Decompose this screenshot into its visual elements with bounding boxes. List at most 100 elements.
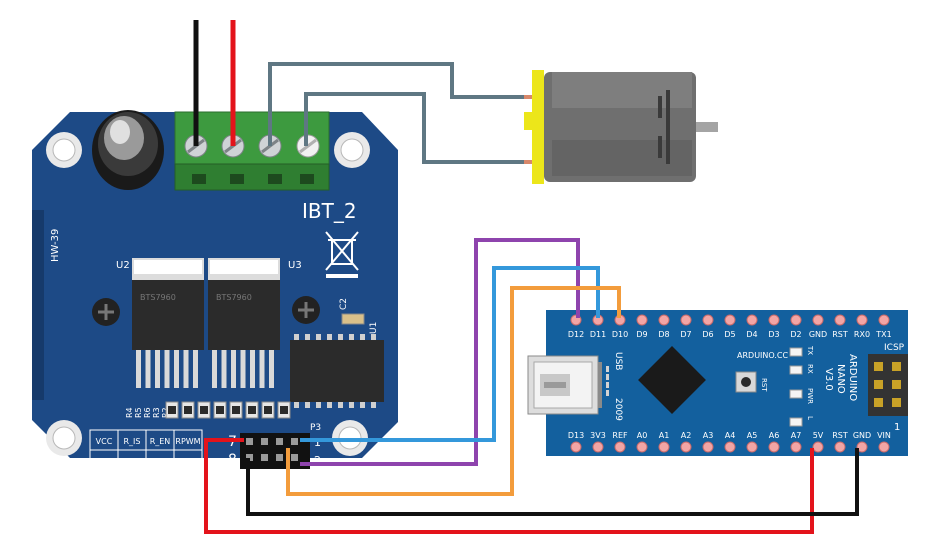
chip-legs — [136, 350, 274, 388]
resistor-label: R3 — [152, 407, 161, 418]
logic-ic-u1 — [290, 340, 384, 402]
nano-pin-pad[interactable] — [592, 441, 604, 453]
nano-pin-pad[interactable] — [680, 314, 692, 326]
nano-pin-pad[interactable] — [724, 441, 736, 453]
nano-pin-pad[interactable] — [856, 441, 868, 453]
nano-pin-pad[interactable] — [768, 441, 780, 453]
chip-leg — [155, 350, 160, 388]
ic-leg — [360, 402, 365, 408]
ic-leg — [349, 334, 354, 340]
nano-pin-pad[interactable] — [746, 441, 758, 453]
nano-bottom-pin-label: A5 — [747, 431, 758, 440]
nano-pin-pad[interactable] — [856, 314, 868, 326]
usb-connector — [527, 355, 602, 415]
icsp-pin — [892, 380, 901, 389]
ic-leg — [305, 334, 310, 340]
header-pin — [276, 438, 283, 445]
header-pin-8: 8 — [228, 452, 237, 468]
resistor-labels: R4R5R6R3R2 — [125, 407, 170, 418]
mounting-hole — [334, 132, 370, 168]
mounting-hole — [46, 420, 82, 456]
nano-top-pin-label: D9 — [636, 330, 647, 339]
resistor-label: R4 — [125, 407, 134, 418]
icsp-pin — [874, 362, 883, 371]
nano-pin-pad[interactable] — [636, 441, 648, 453]
motor-wire-upper — [268, 62, 524, 146]
chip-u1-label: U1 — [369, 322, 379, 334]
nano-pin-pad[interactable] — [790, 314, 802, 326]
nano-pin-pad[interactable] — [768, 314, 780, 326]
reset-button-label: RST — [760, 378, 768, 392]
nano-name-block: ARDUINO NANO V3.0 — [823, 354, 858, 401]
driver-pin-label: L_IS — [124, 457, 140, 466]
ic-leg — [349, 402, 354, 408]
driver-model-label: IBT_2 — [302, 199, 357, 223]
nano-pin-pad[interactable] — [878, 314, 890, 326]
nano-pin-pad[interactable] — [702, 441, 714, 453]
nano-top-pin-pads — [570, 314, 890, 326]
nano-bottom-pin-label: D13 — [568, 431, 584, 440]
ic-leg — [360, 334, 365, 340]
nano-pin-pad[interactable] — [680, 441, 692, 453]
status-led — [789, 417, 803, 427]
led-label: PWR — [806, 388, 814, 404]
icsp-header — [868, 354, 908, 416]
ic-leg — [338, 402, 343, 408]
nano-pin-pad[interactable] — [878, 441, 890, 453]
header-pin — [246, 438, 253, 445]
svg-text:BTS7960: BTS7960 — [216, 293, 252, 302]
driver-pin-label: RPWM — [175, 437, 200, 446]
nano-bottom-pin-label: A3 — [703, 431, 714, 440]
status-led — [789, 347, 803, 357]
reset-button[interactable] — [735, 371, 757, 393]
chip-leg — [136, 350, 141, 388]
wires — [193, 20, 859, 534]
chip-leg — [174, 350, 179, 388]
icsp-pin — [874, 398, 883, 407]
led-label: L — [806, 416, 814, 420]
nano-top-pin-label: D4 — [746, 330, 757, 339]
nano-pin-pad[interactable] — [812, 314, 824, 326]
nano-pin-pad[interactable] — [724, 314, 736, 326]
header-pin-2: 2 — [314, 454, 321, 467]
nano-pin-pad[interactable] — [746, 314, 758, 326]
nano-top-pin-label: D5 — [724, 330, 735, 339]
nano-bottom-pin-label: RST — [832, 431, 848, 440]
year-label: 2009 — [613, 398, 623, 421]
svg-text:V3.0: V3.0 — [823, 368, 834, 391]
weee-bin-icon — [325, 231, 359, 278]
chip-u2-label: U2 — [116, 260, 130, 271]
nano-pin-pad[interactable] — [658, 314, 670, 326]
nano-pin-pad[interactable] — [702, 314, 714, 326]
icsp-label: ICSP — [884, 343, 905, 353]
cap-c2-label: C2 — [339, 298, 349, 310]
header-pin — [261, 454, 268, 461]
ic-leg — [305, 402, 310, 408]
led-label: TX — [806, 345, 814, 355]
lpwm-wire-blue — [300, 266, 600, 442]
chip-leg — [259, 350, 265, 388]
nano-pin-pad[interactable] — [834, 314, 846, 326]
status-led — [789, 389, 803, 399]
nano-pin-pad[interactable] — [812, 441, 824, 453]
nano-bottom-pin-label: A7 — [791, 431, 802, 440]
driver-pin-label: GND — [95, 457, 113, 466]
ibt2-driver-board: IBT_2 HW-39 U2 BTS7960 U3 BTS7960 — [32, 110, 398, 471]
svg-text:NANO: NANO — [835, 364, 846, 394]
usb-label: USB — [613, 352, 623, 370]
nano-pin-pad[interactable] — [570, 441, 582, 453]
header-pin — [261, 438, 268, 445]
chip-leg — [164, 350, 170, 388]
nano-pin-pad[interactable] — [834, 441, 846, 453]
nano-top-pin-label: D12 — [568, 330, 584, 339]
nano-pin-pad[interactable] — [658, 441, 670, 453]
chip-leg — [221, 350, 227, 388]
chip-leg — [183, 350, 189, 388]
nano-top-pin-label: D7 — [680, 330, 691, 339]
driver-pin-label: R_IS — [124, 437, 141, 446]
nano-pin-pad[interactable] — [790, 441, 802, 453]
nano-pin-pad[interactable] — [614, 441, 626, 453]
enable-wire-orange — [286, 286, 621, 496]
nano-pin-pad[interactable] — [636, 314, 648, 326]
icsp-pin — [892, 398, 901, 407]
